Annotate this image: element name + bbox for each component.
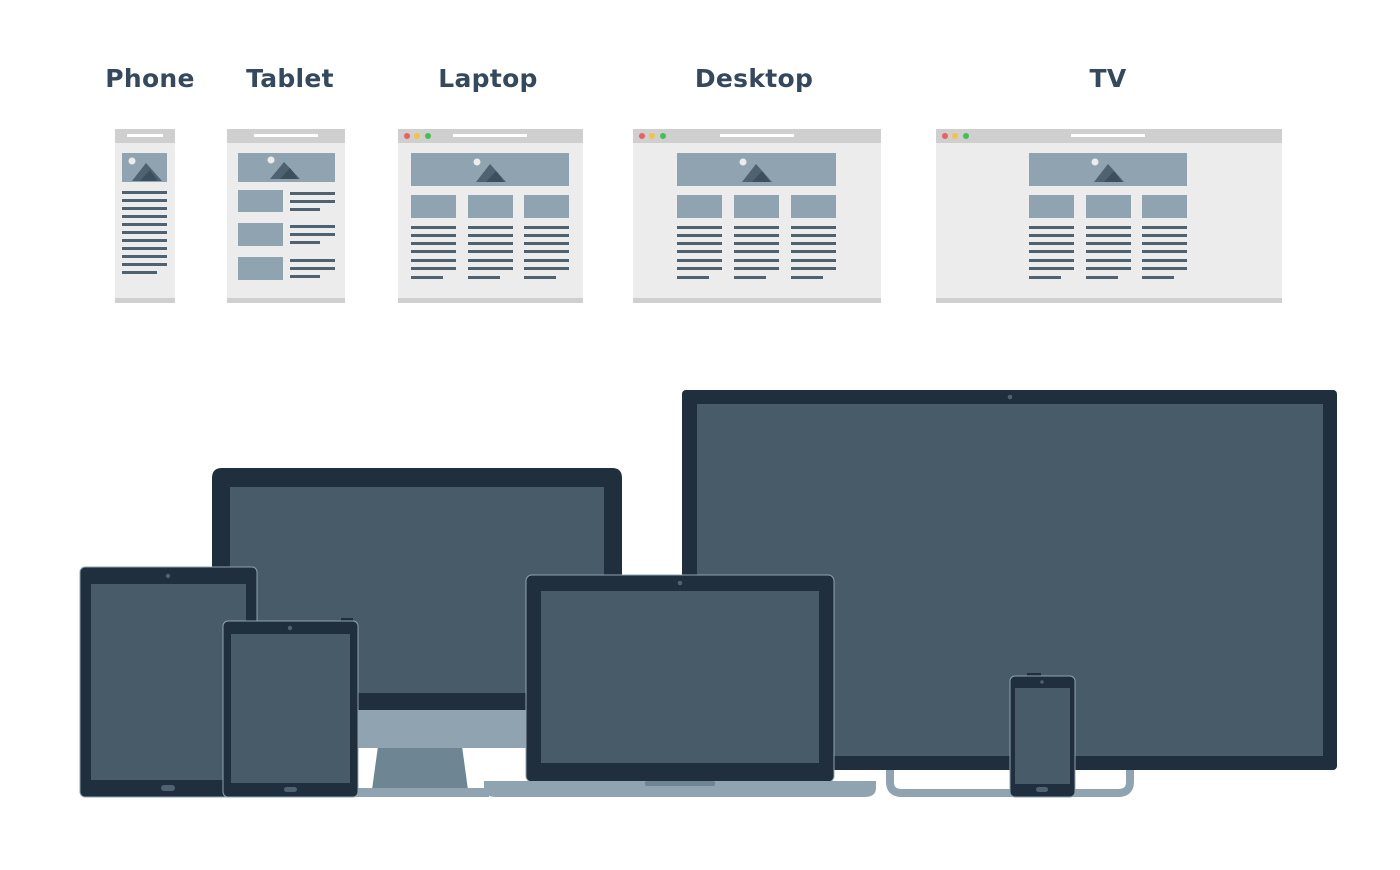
home-button-icon bbox=[284, 787, 297, 792]
text-lines bbox=[122, 191, 167, 274]
window-maximize-icon bbox=[660, 133, 666, 139]
small-tablet-screen bbox=[231, 634, 350, 783]
home-button-icon bbox=[161, 785, 175, 791]
wireframe-laptop bbox=[398, 129, 583, 303]
laptop-screen bbox=[541, 591, 819, 763]
label-tv: TV bbox=[1089, 64, 1127, 93]
monitor-base bbox=[355, 788, 489, 797]
image-placeholder-icon bbox=[122, 153, 167, 182]
laptop-notch bbox=[645, 781, 715, 786]
label-phone: Phone bbox=[105, 64, 195, 93]
text-lines bbox=[411, 226, 569, 279]
text-lines bbox=[290, 192, 335, 278]
camera-icon bbox=[287, 625, 293, 631]
window-close-icon bbox=[404, 133, 410, 139]
large-tablet-screen bbox=[91, 584, 246, 780]
phone-screen bbox=[1015, 688, 1070, 784]
window-close-icon bbox=[639, 133, 645, 139]
window-minimize-icon bbox=[414, 133, 420, 139]
camera-icon bbox=[165, 573, 171, 579]
window-maximize-icon bbox=[425, 133, 431, 139]
text-lines bbox=[1029, 226, 1187, 279]
camera-icon bbox=[1007, 394, 1013, 400]
wireframe-phone bbox=[115, 129, 175, 303]
label-laptop: Laptop bbox=[438, 64, 538, 93]
window-maximize-icon bbox=[963, 133, 969, 139]
window-minimize-icon bbox=[952, 133, 958, 139]
camera-icon bbox=[1040, 680, 1044, 684]
laptop-device bbox=[484, 574, 876, 797]
image-placeholder-icon bbox=[411, 153, 569, 186]
window-minimize-icon bbox=[649, 133, 655, 139]
home-button-icon bbox=[1036, 787, 1048, 792]
wireframe-tablet bbox=[227, 129, 345, 303]
text-lines bbox=[677, 226, 836, 279]
laptop-base bbox=[484, 781, 876, 797]
window-close-icon bbox=[942, 133, 948, 139]
wireframe-tv bbox=[936, 129, 1282, 303]
image-placeholder-icon bbox=[238, 153, 335, 182]
label-desktop: Desktop bbox=[694, 64, 814, 93]
wireframe-desktop bbox=[633, 129, 881, 303]
monitor-stand bbox=[372, 746, 468, 790]
label-tablet: Tablet bbox=[246, 64, 334, 93]
phone-device bbox=[1009, 673, 1076, 798]
large-tablet-device bbox=[79, 566, 258, 798]
small-tablet-device bbox=[222, 618, 359, 798]
camera-icon bbox=[677, 580, 683, 586]
image-placeholder-icon bbox=[677, 153, 836, 186]
image-placeholder-icon bbox=[1029, 153, 1187, 186]
